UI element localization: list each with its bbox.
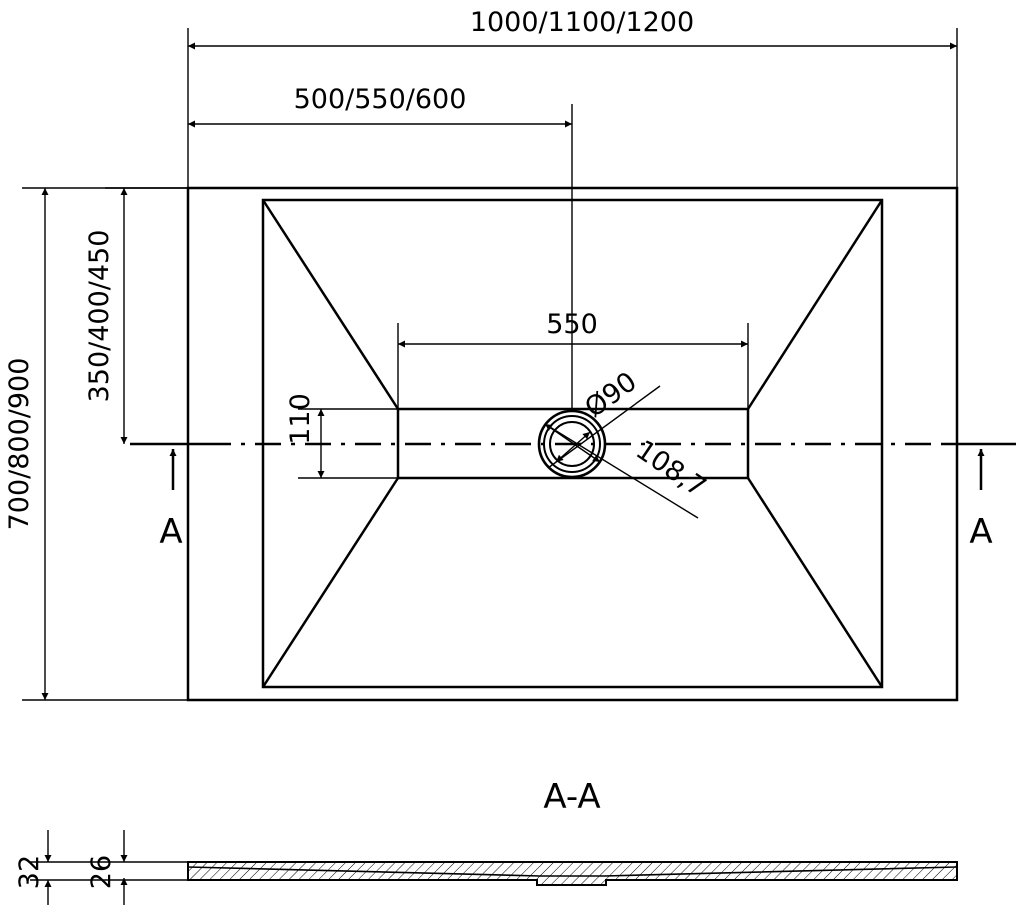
slope-line bbox=[261, 199, 400, 410]
section-marker-right: A bbox=[969, 512, 992, 552]
dim-height-total-label: 32 bbox=[14, 855, 45, 889]
section-marker-left: A bbox=[159, 512, 182, 552]
tray-section-profile bbox=[187, 861, 958, 886]
dim-total-depth: 700/800/900 bbox=[4, 187, 188, 701]
dim-total-width-label: 1000/1100/1200 bbox=[470, 7, 694, 38]
dim-height-inner-label: 26 bbox=[86, 855, 117, 889]
slope-line bbox=[746, 477, 884, 688]
dim-channel-width-label: 110 bbox=[285, 393, 316, 445]
dim-drain-offset-x-label: 500/550/600 bbox=[294, 84, 467, 115]
tray-section-view: 32 26 bbox=[14, 830, 958, 905]
dim-drain-offset-y-label: 350/400/450 bbox=[84, 230, 115, 403]
dim-channel-length: 550 bbox=[397, 309, 749, 409]
tray-section-surface bbox=[187, 866, 958, 877]
section-title: A-A bbox=[543, 777, 600, 817]
dim-drain-offset-x: 500/550/600 bbox=[188, 84, 573, 411]
dim-channel-width: 110 bbox=[285, 393, 398, 479]
dim-channel-length-label: 550 bbox=[546, 309, 598, 340]
dim-drain-offset-y: 350/400/450 bbox=[84, 187, 188, 444]
dim-total-width: 1000/1100/1200 bbox=[187, 7, 958, 188]
dim-total-depth-label: 700/800/900 bbox=[4, 358, 35, 531]
slope-line bbox=[746, 199, 884, 410]
slope-line bbox=[261, 477, 400, 688]
